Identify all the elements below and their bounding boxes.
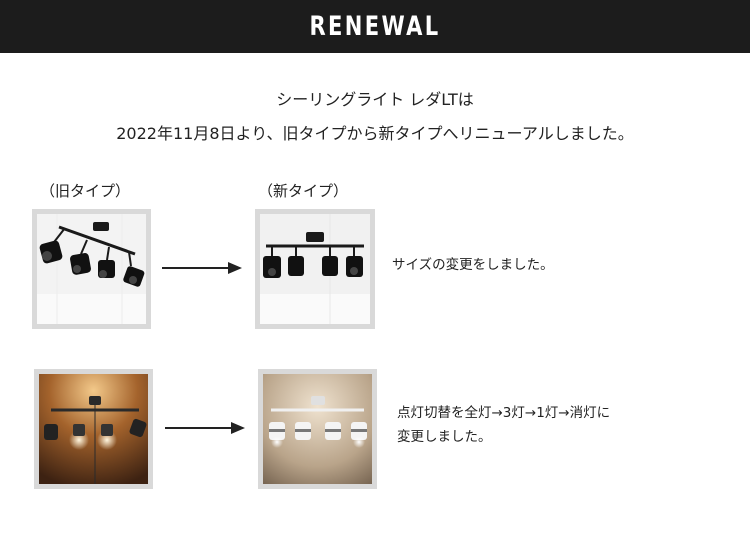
intro-line-2: 2022年11月8日より、旧タイプから新タイプへリニューアルしました。 — [116, 124, 634, 143]
arrow-right-icon — [165, 422, 245, 434]
renewal-banner: RENEWAL — [0, 0, 750, 53]
arrow-right-icon — [162, 262, 242, 274]
old-type-label: （旧タイプ） — [40, 182, 131, 200]
lighting-change-line-1: 点灯切替を全灯→3灯→1灯→消灯に — [397, 405, 611, 421]
old-light-fixture-image — [37, 214, 146, 324]
intro-line-1: シーリングライト レダLTは — [276, 90, 474, 109]
old-type-lighting-photo — [34, 369, 153, 489]
banner-title: RENEWAL — [309, 11, 441, 42]
new-light-fixture-image — [260, 214, 370, 324]
lighting-change-line-2: 変更しました。 — [397, 429, 492, 445]
new-type-size-photo — [255, 209, 375, 329]
new-lit-fixture-image — [263, 374, 372, 484]
old-type-size-photo — [32, 209, 151, 329]
lighting-change-description: 点灯切替を全灯→3灯→1灯→消灯に 変更しました。 — [397, 401, 610, 449]
new-type-lighting-photo — [258, 369, 377, 489]
size-change-description: サイズの変更をしました。 — [392, 257, 554, 273]
new-type-label: （新タイプ） — [258, 182, 349, 200]
old-lit-fixture-image — [39, 374, 148, 484]
